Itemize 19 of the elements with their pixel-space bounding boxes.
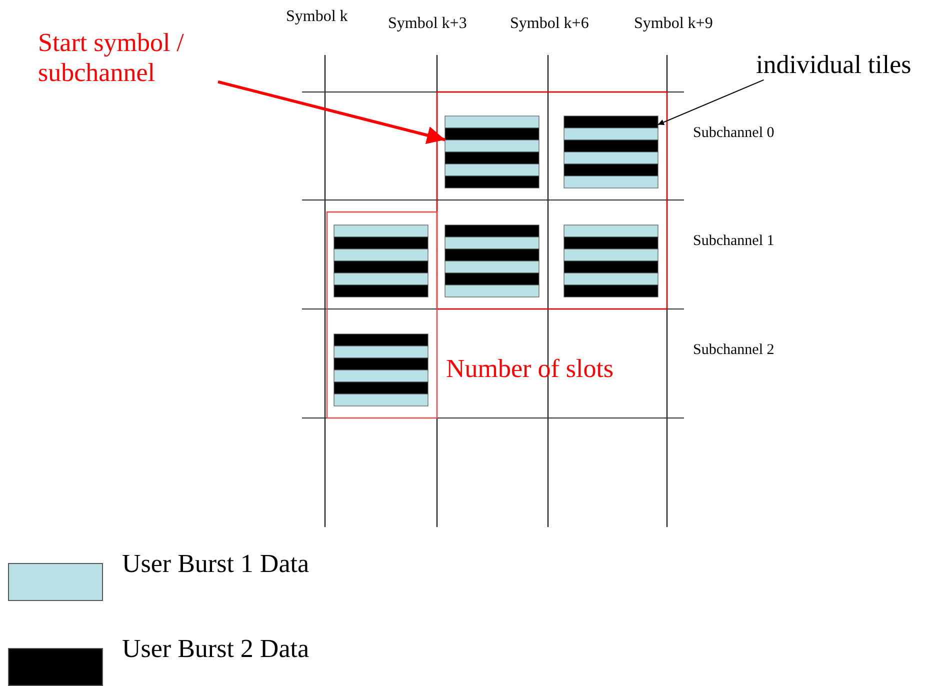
legend-label: User Burst 2 Data <box>122 634 310 664</box>
callout-text: individual tiles <box>756 50 912 80</box>
column-label: Symbol k <box>286 8 348 26</box>
column-label: Symbol k+3 <box>388 15 467 34</box>
row-label: Subchannel 1 <box>693 233 774 250</box>
tile-drawing <box>334 334 428 406</box>
tile-drawing <box>334 224 428 298</box>
row-label: Subchannel 2 <box>693 342 774 360</box>
row-label: Subchannel 0 <box>693 125 774 142</box>
tile-drawing <box>564 116 658 188</box>
legend-label: User Burst 1 Data <box>122 549 310 579</box>
callout-text: Start symbol / subchannel <box>38 28 218 88</box>
column-label: Symbol k+9 <box>634 15 713 34</box>
column-label: Symbol k+6 <box>510 15 589 34</box>
tile-drawing <box>564 224 658 298</box>
arrow <box>658 79 764 126</box>
arrow <box>218 80 446 144</box>
tile-drawing <box>444 224 540 298</box>
tile-drawing <box>444 116 540 188</box>
